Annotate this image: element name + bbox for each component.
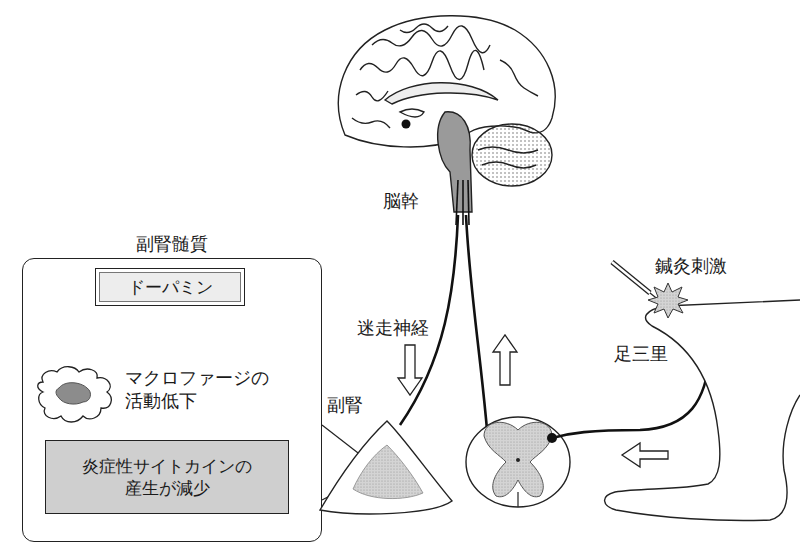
brain-dot <box>402 120 411 129</box>
macrophage-text: マクロファージの 活動低下 <box>125 366 305 413</box>
node-text: マクロファージの 活動低下 <box>125 366 305 413</box>
stimulus-burst <box>648 283 688 318</box>
brainstem-label: 脳幹 <box>383 190 419 212</box>
brain <box>338 16 555 212</box>
sensory-nerve <box>552 355 710 438</box>
macrophage-cell <box>35 362 119 428</box>
flow-arrow-left <box>622 443 668 467</box>
leg <box>605 300 800 521</box>
node-text: 炎症性サイトカインの 産生が減少 <box>54 455 280 499</box>
medulla-panel: 副腎髄質ドーパミンマクロファージの 活動低下炎症性サイトカインの 産生が減少 <box>22 232 322 542</box>
flow-arrow-down <box>398 345 422 395</box>
macrophage-outline <box>38 367 112 422</box>
adrenal-outline <box>320 421 452 514</box>
node-text: 副腎 <box>327 393 363 416</box>
neuron-dot <box>547 433 557 443</box>
macrophage-nucleus <box>56 383 90 404</box>
acupoint-label: 足三里 <box>614 343 668 365</box>
needle <box>612 262 660 301</box>
nerve-label: 迷走神経 <box>357 317 429 339</box>
adrenal-medulla <box>353 445 423 499</box>
adrenal-gland: 副腎 <box>315 393 457 517</box>
result-box: 炎症性サイトカインの 産生が減少 <box>45 440 289 514</box>
stimulus-label: 鍼灸刺激 <box>655 255 727 277</box>
flow-arrow-up <box>493 335 517 385</box>
process-box: ドーパミン <box>95 268 245 306</box>
spinal-cord <box>466 417 570 507</box>
node-text: ドーパミン <box>128 276 213 298</box>
node-text: 副腎髄質 <box>22 232 322 255</box>
macrophage-node: マクロファージの 活動低下 <box>35 360 310 430</box>
